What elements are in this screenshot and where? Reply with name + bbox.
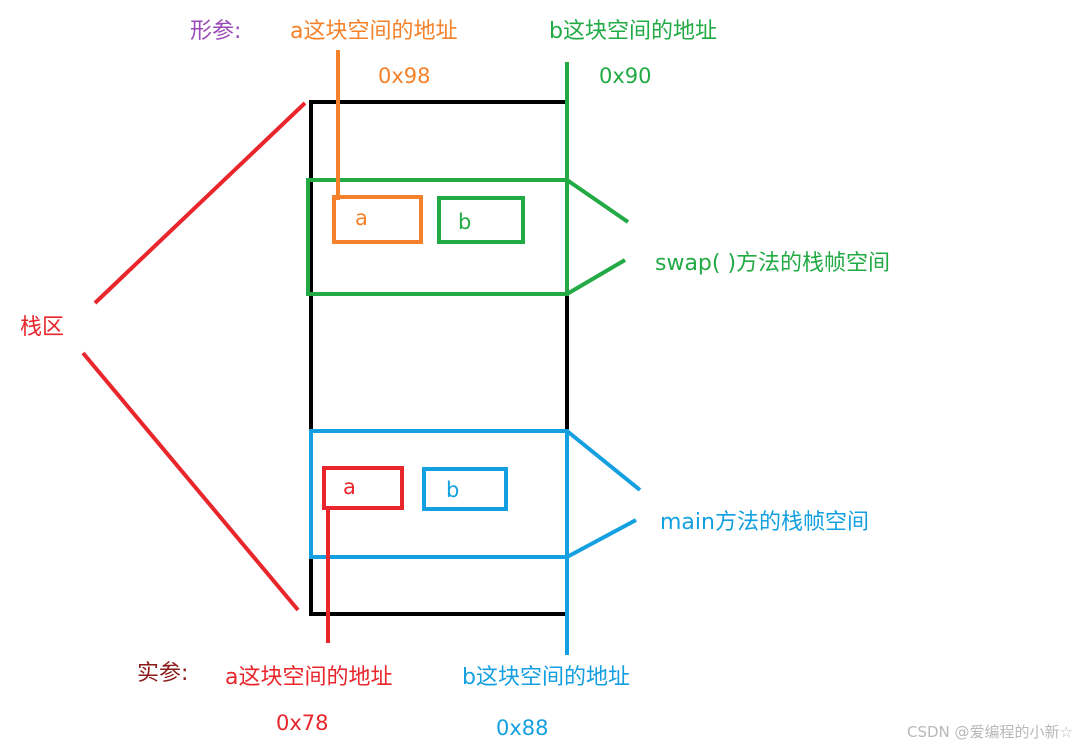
main-var-a-label: a (343, 475, 356, 499)
formal-a-address-desc: a这块空间的地址 (290, 19, 458, 44)
swap-frame-label: swap( )方法的栈帧空间 (655, 251, 891, 276)
main-frame-box (309, 429, 569, 559)
formal-params-label: 形参: (190, 19, 242, 44)
formal-b-address-desc: b这块空间的地址 (549, 19, 717, 44)
swap-var-a-box (332, 195, 423, 244)
swap-frame-box (306, 178, 569, 296)
swap-frame-pointer-lower (565, 258, 627, 296)
main-var-b-box (422, 467, 508, 511)
actual-a-address-desc: a这块空间的地址 (225, 665, 393, 690)
swap-var-b-box (437, 196, 525, 244)
swap-frame-pointer-upper (565, 178, 630, 224)
actual-b-address-value: 0x88 (496, 716, 549, 740)
swap-var-b-label: b (458, 210, 472, 234)
formal-a-address-value: 0x98 (378, 64, 431, 88)
actual-a-address-value: 0x78 (276, 711, 329, 735)
main-frame-pointer-lower (566, 518, 637, 559)
stack-bracket-lower (81, 351, 300, 612)
watermark: CSDN @爱编程的小新☆ (907, 723, 1073, 741)
swap-var-a-label: a (355, 206, 368, 230)
stack-area-label: 栈区 (20, 315, 65, 340)
formal-b-address-value: 0x90 (599, 64, 652, 88)
stack-area-outline (309, 100, 569, 616)
stack-bracket-upper (93, 101, 307, 305)
main-var-b-label: b (446, 478, 460, 502)
main-var-a-box (322, 466, 404, 510)
actual-b-address-desc: b这块空间的地址 (462, 665, 630, 690)
main-frame-pointer-upper (565, 429, 642, 492)
actual-params-label: 实参: (137, 661, 189, 686)
main-frame-label: main方法的栈帧空间 (660, 510, 869, 535)
